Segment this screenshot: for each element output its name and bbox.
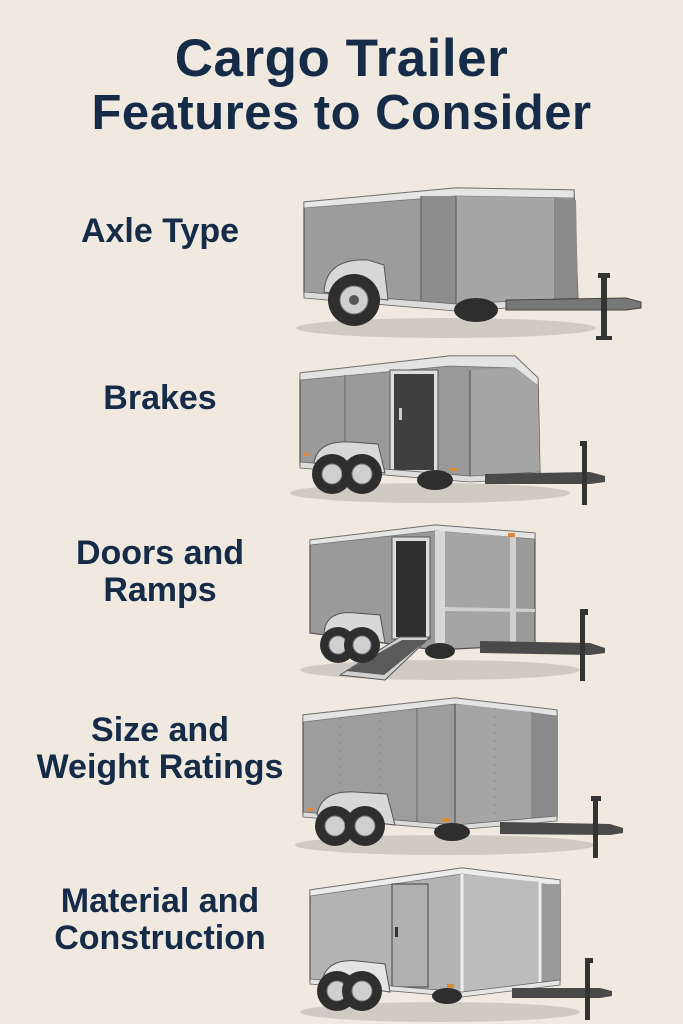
trailer-illustration-brakes	[290, 348, 620, 513]
feature-label-axle-type: Axle Type	[15, 212, 305, 250]
trailer-illustration-material-construction	[300, 860, 620, 1024]
trailer-illustration-doors-ramps	[300, 515, 620, 690]
feature-label-line: Brakes	[103, 379, 217, 417]
page-title: Cargo Trailer Features to Consider	[0, 30, 683, 140]
feature-label-line: Axle Type	[80, 212, 240, 250]
title-line-2: Features to Consider	[91, 86, 592, 141]
trailer-illustration-size-weight	[295, 690, 635, 865]
feature-label-brakes: Brakes	[15, 379, 305, 417]
feature-label-line: Construction	[54, 919, 266, 958]
feature-label-material-construction: Material and Construction	[15, 882, 305, 958]
feature-label-doors-ramps: Doors and Ramps	[15, 534, 305, 610]
feature-label-line: Weight Ratings	[36, 748, 284, 787]
feature-label-line: Ramps	[103, 571, 217, 610]
feature-label-size-weight: Size and Weight Ratings	[15, 711, 305, 787]
feature-label-line: Doors and	[75, 534, 245, 572]
feature-label-line: Size and	[91, 711, 229, 749]
feature-label-line: Material and	[60, 882, 260, 920]
title-line-1: Cargo Trailer	[174, 29, 509, 88]
trailer-illustration-single-axle	[296, 180, 646, 345]
